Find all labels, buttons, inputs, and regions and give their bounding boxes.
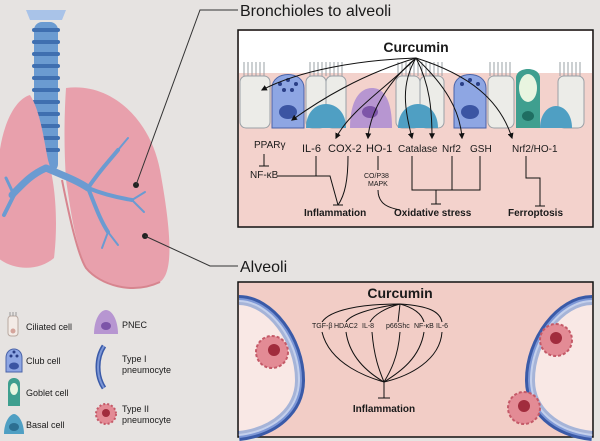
legend-basal-label: Basal cell xyxy=(26,420,65,430)
outcome-oxidative-stress: Oxidative stress xyxy=(394,208,472,219)
legend-goblet-icon xyxy=(8,378,20,406)
outcome-inflammation: Inflammation xyxy=(304,208,366,219)
target-tgfb: TGF-β xyxy=(312,323,332,330)
target-nrf2-ho1: Nrf2/HO-1 xyxy=(512,144,558,155)
target-mapk: MAPK xyxy=(368,181,388,188)
legend-type2-label-1: Type II xyxy=(122,404,149,414)
alveoli-pointer xyxy=(144,235,238,267)
legend: Ciliated cell Club cell Goblet cell Basa… xyxy=(4,310,171,434)
alveoli-title: Alveoli xyxy=(240,259,287,276)
target-cop38: CO/P38 xyxy=(364,173,389,180)
pathway-lines-top xyxy=(259,154,545,211)
lung-illustration xyxy=(0,10,170,289)
target-gsh: GSH xyxy=(470,144,492,155)
legend-ciliated-icon xyxy=(7,312,19,337)
outcome-inflammation-bottom: Inflammation xyxy=(353,404,415,415)
curcumin-arrows-top xyxy=(260,57,514,140)
bronchioles-title: Bronchioles to alveoli xyxy=(240,3,391,20)
legend-club-label: Club cell xyxy=(26,356,61,366)
bronchiole-panel: Curcumin PPARγ NF-κB IL-6 COX-2 HO-1 CO/… xyxy=(237,29,594,228)
right-side-lung xyxy=(64,87,170,288)
legend-basal-icon xyxy=(4,414,24,434)
outcome-ferroptosis: Ferroptosis xyxy=(508,208,563,219)
goblet-cell xyxy=(516,69,540,128)
legend-type1-icon xyxy=(95,344,107,390)
club-cell xyxy=(271,74,305,129)
target-hdac2: HDAC2 xyxy=(334,323,358,330)
type2-cell-right-bottom xyxy=(507,391,541,425)
type2-cell-right-top xyxy=(539,323,573,357)
bronchial-tree xyxy=(2,137,146,249)
target-il8: IL-8 xyxy=(362,323,374,330)
target-cox2: COX-2 xyxy=(328,143,362,155)
bronchioles-pointer xyxy=(135,9,238,186)
target-il6-bottom: IL-6 xyxy=(436,323,448,330)
curcumin-bottom: Curcumin xyxy=(367,285,432,301)
legend-pnec-label: PNEC xyxy=(122,320,148,330)
legend-goblet-label: Goblet cell xyxy=(26,388,69,398)
target-p66shc: p66Shc xyxy=(386,323,410,330)
target-nfkb: NF-κB xyxy=(250,170,279,181)
target-ppar: PPARγ xyxy=(254,140,286,151)
legend-type1-label-1: Type I xyxy=(122,354,147,364)
legend-pnec-icon xyxy=(94,310,118,334)
target-nrf2: Nrf2 xyxy=(442,144,461,155)
curcumin-arrows-bottom xyxy=(321,303,443,399)
cilia xyxy=(243,62,581,76)
legend-type2-label-2: pneumocyte xyxy=(122,415,171,425)
type2-cell-left xyxy=(255,335,289,369)
target-ho1: HO-1 xyxy=(366,143,392,155)
legend-type2-icon xyxy=(95,403,117,425)
curcumin-top: Curcumin xyxy=(383,39,448,55)
alveoli-panel: Curcumin TGF-β HDAC2 IL-8 p66Shc NF-κB I… xyxy=(237,281,594,441)
target-nfkb-bottom: NF-κB xyxy=(414,323,434,330)
legend-type1-label-2: pneumocyte xyxy=(122,365,171,375)
target-il6: IL-6 xyxy=(302,143,321,155)
target-catalase: Catalase xyxy=(398,144,438,155)
legend-club-icon xyxy=(5,348,23,373)
club-cell-2 xyxy=(453,74,487,129)
legend-ciliated-label: Ciliated cell xyxy=(26,322,72,332)
